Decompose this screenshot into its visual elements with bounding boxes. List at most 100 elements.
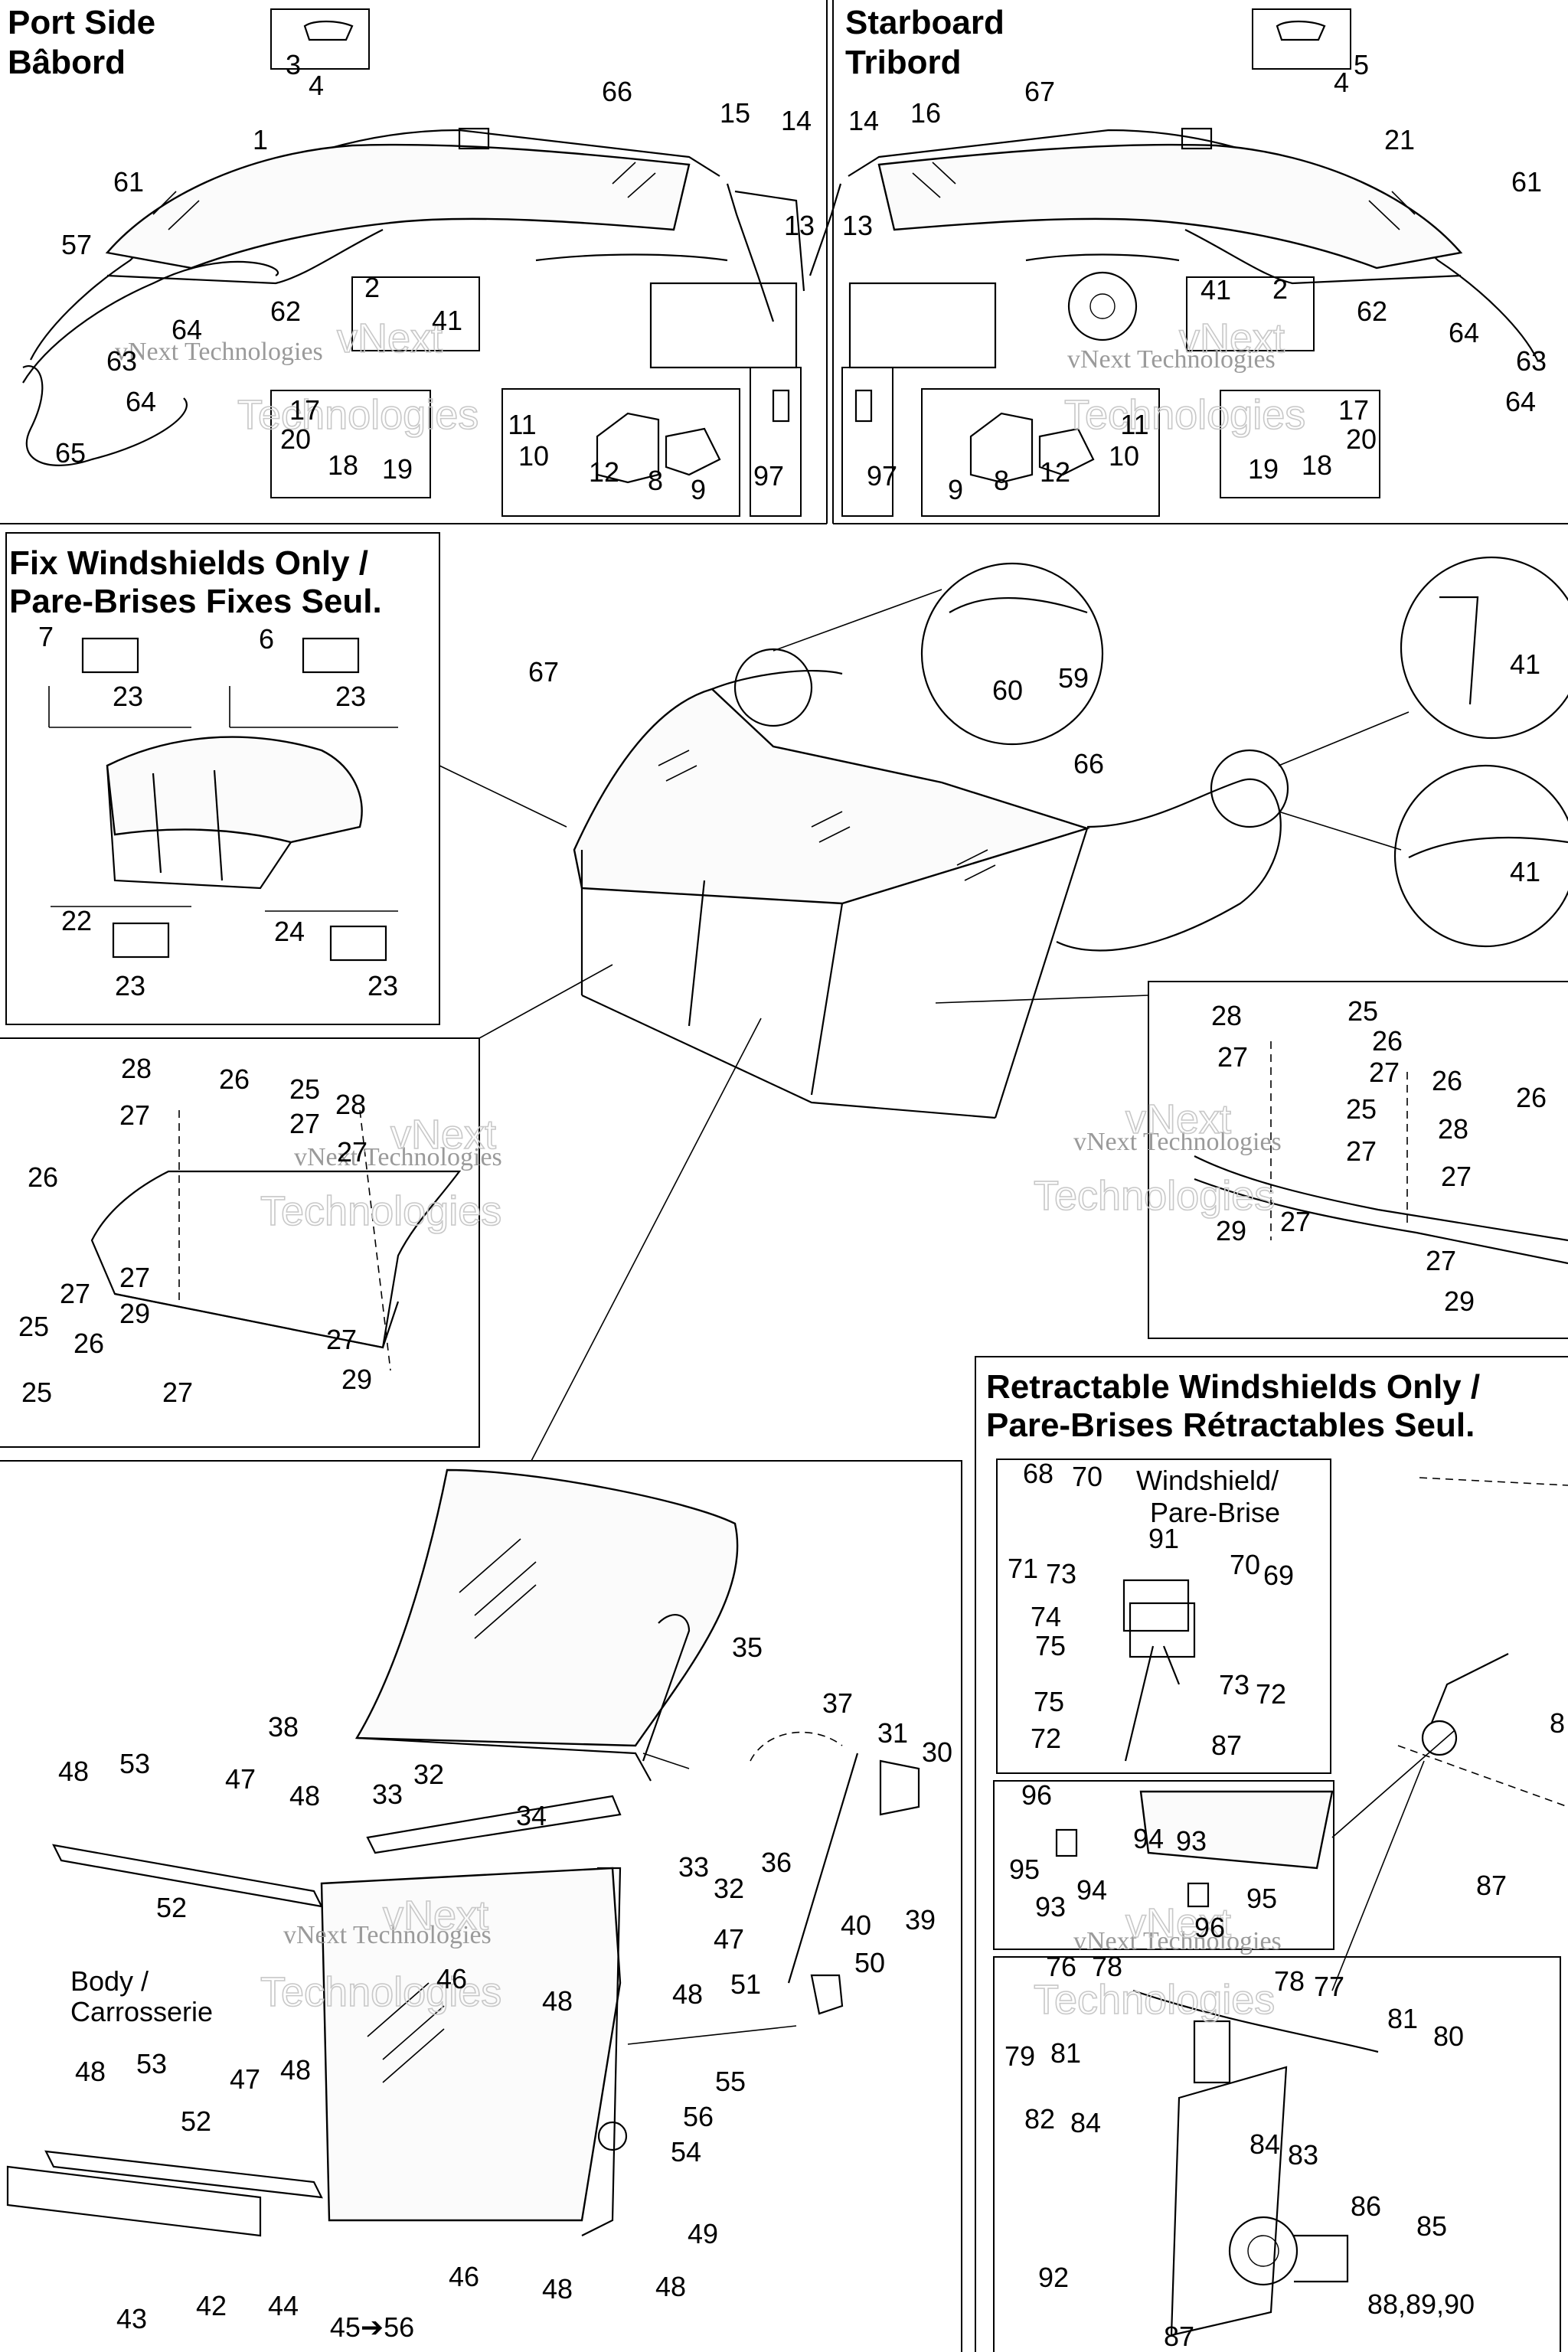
- part-callout: 5: [1354, 49, 1369, 80]
- starboard-title: Starboard: [845, 4, 1004, 41]
- part-callout: 94: [1133, 1823, 1164, 1854]
- part-callout: 47: [230, 2063, 260, 2095]
- part-callout: 78: [1092, 1951, 1122, 1982]
- part-callout: 60: [992, 675, 1023, 706]
- part-callout: 10: [1109, 440, 1139, 472]
- retractable-windshields-title-fr: Pare-Brises Rétractables Seul.: [986, 1406, 1475, 1444]
- body-note-fr: Carrosserie: [70, 1996, 213, 2027]
- part-callout: 26: [74, 1328, 104, 1359]
- watermark-text: vNext Technologies: [1073, 1128, 1282, 1156]
- part-callout: 93: [1035, 1891, 1066, 1922]
- part-callout: 32: [413, 1759, 444, 1790]
- part-callout: 80: [1433, 2020, 1464, 2052]
- watermark-text: vNext Technologies: [283, 1921, 492, 1949]
- part-callout: 62: [270, 296, 301, 327]
- part-callout: 26: [1516, 1082, 1547, 1113]
- left-bracket-inset: [90, 1109, 462, 1371]
- part-callout: 36: [761, 1847, 792, 1878]
- watermark-text: vNext Technologies: [294, 1143, 502, 1171]
- part-callout: 8: [994, 465, 1009, 496]
- part-callout: 27: [119, 1262, 150, 1293]
- watermark-text: Technologies: [260, 1188, 501, 1234]
- part-callout: 67: [528, 656, 559, 688]
- part-callout: 64: [1505, 386, 1536, 417]
- part-callout: 67: [1024, 76, 1055, 107]
- part-callout: 19: [1248, 453, 1279, 485]
- part-callout: 14: [781, 105, 812, 136]
- part-callout: 20: [1346, 423, 1377, 455]
- part-callout: 63: [106, 345, 137, 377]
- watermark-text: vNext Technologies: [1067, 345, 1276, 374]
- watermark-text: vNext: [1179, 315, 1285, 361]
- part-callout: 4: [309, 70, 324, 101]
- part-callout: 27: [289, 1108, 320, 1139]
- body-note: Body /: [70, 1965, 149, 1997]
- part-callout: 35: [732, 1632, 763, 1663]
- starboard-assembly: [808, 20, 1538, 484]
- part-callout: 78: [1274, 1965, 1305, 1997]
- part-callout: 2: [1272, 273, 1288, 305]
- part-callout: 87: [1476, 1870, 1507, 1901]
- part-callout: 53: [119, 1748, 150, 1779]
- part-callout: 74: [1031, 1601, 1061, 1632]
- fixed-windshields-title: Fix Windshields Only /: [9, 544, 368, 582]
- part-callout: 1: [253, 124, 268, 155]
- part-callout: 9: [948, 474, 963, 505]
- part-callout: 12: [1040, 456, 1070, 488]
- part-callout: 64: [126, 386, 156, 417]
- part-callout: 28: [335, 1089, 366, 1120]
- part-callout: 76: [1046, 1951, 1076, 1982]
- watermark-text: Technologies: [260, 1969, 501, 2015]
- part-callout: 97: [867, 460, 897, 492]
- starboard-title-fr: Tribord: [845, 44, 962, 81]
- part-callout: 59: [1058, 662, 1089, 694]
- part-callout: 10: [518, 440, 549, 472]
- part-callout: 12: [589, 456, 619, 488]
- part-callout: 17: [289, 394, 320, 426]
- fixed-windshields-title-fr: Pare-Brises Fixes Seul.: [9, 583, 382, 620]
- port-side-assembly: [22, 20, 805, 484]
- port-side-title: Port Side: [8, 4, 155, 41]
- part-callout: 92: [1038, 2262, 1069, 2293]
- part-callout: 69: [1263, 1560, 1294, 1591]
- part-callout: 48: [672, 1978, 703, 2010]
- part-callout: 87: [1211, 1730, 1242, 1761]
- part-callout: 65: [55, 437, 86, 469]
- part-callout: 25: [1348, 995, 1378, 1027]
- part-callout: 70: [1230, 1549, 1260, 1580]
- part-callout: 9: [691, 474, 706, 505]
- part-callout: 57: [61, 229, 92, 260]
- retractable-windshield-assembly: [6, 1468, 920, 2237]
- main-windshield-assembly: [439, 556, 1568, 1462]
- part-callout: 41: [1510, 856, 1540, 887]
- part-callout: 56: [683, 2101, 714, 2132]
- part-callout: 84: [1070, 2107, 1101, 2138]
- part-callout: 96: [1021, 1779, 1052, 1811]
- part-callout: 7: [38, 621, 54, 652]
- part-callout: 81: [1050, 2037, 1081, 2069]
- part-callout: 23: [335, 681, 366, 712]
- part-callout: 21: [1384, 124, 1415, 155]
- watermark-text: Technologies: [1034, 1977, 1275, 2023]
- part-callout: 44: [268, 2290, 299, 2321]
- part-callout: 4: [1334, 67, 1349, 98]
- part-callout: 27: [337, 1136, 368, 1168]
- watermark-text: vNext: [1125, 1900, 1231, 1946]
- part-callout: 28: [1438, 1113, 1468, 1145]
- part-callout: 48: [542, 1985, 573, 2017]
- part-callout: 28: [1211, 1000, 1242, 1031]
- part-callout: 50: [854, 1947, 885, 1978]
- watermark-text: Technologies: [237, 392, 479, 438]
- part-callout: 47: [225, 1763, 256, 1795]
- part-callout: 39: [905, 1904, 936, 1936]
- part-callout: 41: [1200, 274, 1231, 305]
- part-callout: 27: [60, 1278, 90, 1309]
- part-callout: 61: [1511, 166, 1542, 198]
- part-callout: 27: [1369, 1057, 1400, 1088]
- watermark-text: vNext Technologies: [1073, 1927, 1282, 1955]
- part-callout: 27: [1217, 1041, 1248, 1073]
- part-callout: 23: [115, 970, 145, 1001]
- windshield-note-fr: Pare-Brise: [1150, 1497, 1280, 1528]
- part-callout: 43: [116, 2303, 147, 2334]
- part-callout: 37: [822, 1687, 853, 1719]
